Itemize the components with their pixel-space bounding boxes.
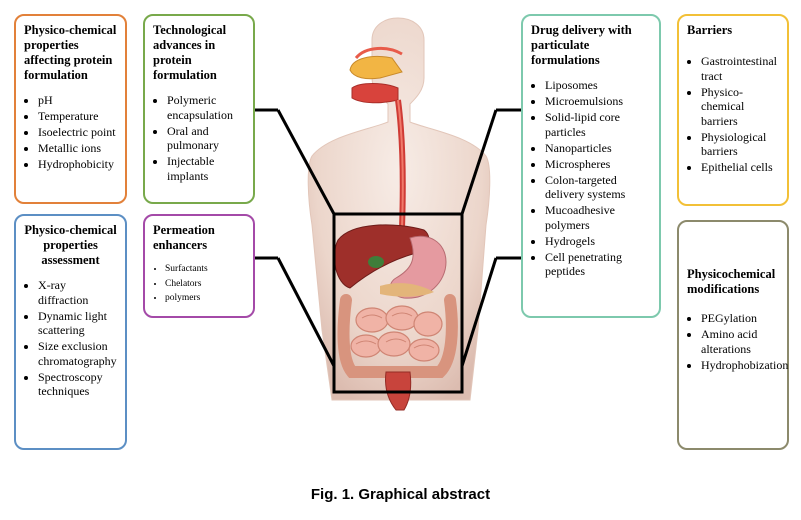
- list-item: Temperature: [38, 109, 117, 124]
- item-list: SurfactantsChelatorspolymers: [153, 263, 245, 305]
- item-list: X-ray diffractionDynamic light scatterin…: [24, 278, 117, 399]
- human-digestive-system-icon: [307, 17, 491, 411]
- properties-assessment-box: Physico-chemical properties assessment X…: [14, 214, 127, 450]
- box-title: Physico-chemical properties affecting pr…: [24, 23, 117, 82]
- list-item: polymers: [165, 292, 245, 305]
- physico-chemical-properties-box: Physico-chemical properties affecting pr…: [14, 14, 127, 204]
- list-item: Epithelial cells: [701, 160, 779, 175]
- list-item: Physiological barriers: [701, 130, 779, 159]
- box-title: Barriers: [687, 23, 733, 37]
- list-item: Injectable implants: [167, 154, 245, 183]
- list-item: Hydrophobicity: [38, 157, 117, 172]
- list-item: Oral and pulmonary: [167, 124, 245, 153]
- drug-delivery-box: Drug delivery with particulate formulati…: [521, 14, 661, 318]
- box-title: Physicochemical modifications: [687, 267, 776, 296]
- box-title: Drug delivery with particulate formulati…: [531, 23, 632, 67]
- barriers-box: Barriers Gastrointestinal tractPhysico-c…: [677, 14, 789, 206]
- list-item: Liposomes: [545, 78, 651, 93]
- item-list: LiposomesMicroemulsionsSolid-lipid core …: [531, 78, 651, 279]
- list-item: Gastrointestinal tract: [701, 54, 779, 83]
- list-item: Microemulsions: [545, 94, 651, 109]
- item-list: PEGylationAmino acid alterationsHydropho…: [687, 311, 788, 373]
- list-item: Hydrogels: [545, 234, 651, 249]
- list-item: X-ray diffraction: [38, 278, 117, 307]
- list-item: Mucoadhesive polymers: [545, 203, 651, 232]
- list-item: Nanoparticles: [545, 141, 651, 156]
- list-item: Metallic ions: [38, 141, 117, 156]
- list-item: PEGylation: [701, 311, 779, 326]
- item-list: Polymeric encapsulationOral and pulmonar…: [153, 93, 245, 183]
- list-item: pH: [38, 93, 117, 108]
- connector-lines: [255, 108, 521, 394]
- figure-caption: Fig. 1. Graphical abstract: [310, 486, 491, 503]
- box-title: Physico-chemical properties assessment: [24, 223, 117, 267]
- box-title: Permeation enhancers: [153, 223, 215, 252]
- technological-advances-box: Technological advances in protein formul…: [143, 14, 255, 204]
- list-item: Physico-chemical barriers: [701, 85, 779, 129]
- list-item: Isoelectric point: [38, 125, 117, 140]
- list-item: Spectroscopy techniques: [38, 370, 117, 399]
- item-list: pHTemperatureIsoelectric point Metallic …: [24, 93, 117, 172]
- permeation-enhancers-box: Permeation enhancers SurfactantsChelator…: [143, 214, 255, 318]
- list-item: Surfactants: [165, 263, 245, 276]
- physicochemical-modifications-box: Physicochemical modifications PEGylation…: [677, 220, 789, 450]
- list-item: Size exclusion chromatography: [38, 339, 117, 368]
- list-item: Cell penetrating peptides: [545, 250, 651, 279]
- list-item: Amino acid alterations: [701, 327, 779, 356]
- list-item: Hydrophobization: [701, 358, 788, 373]
- list-item: Chelators: [165, 278, 245, 291]
- list-item: Dynamic light scattering: [38, 309, 117, 338]
- item-list: Gastrointestinal tractPhysico-chemical b…: [687, 54, 779, 175]
- list-item: Microspheres: [545, 157, 651, 172]
- box-title: Technological advances in protein formul…: [153, 23, 227, 82]
- list-item: Solid-lipid core particles: [545, 110, 651, 139]
- list-item: Colon-targeted delivery systems: [545, 173, 651, 202]
- list-item: Polymeric encapsulation: [167, 93, 245, 122]
